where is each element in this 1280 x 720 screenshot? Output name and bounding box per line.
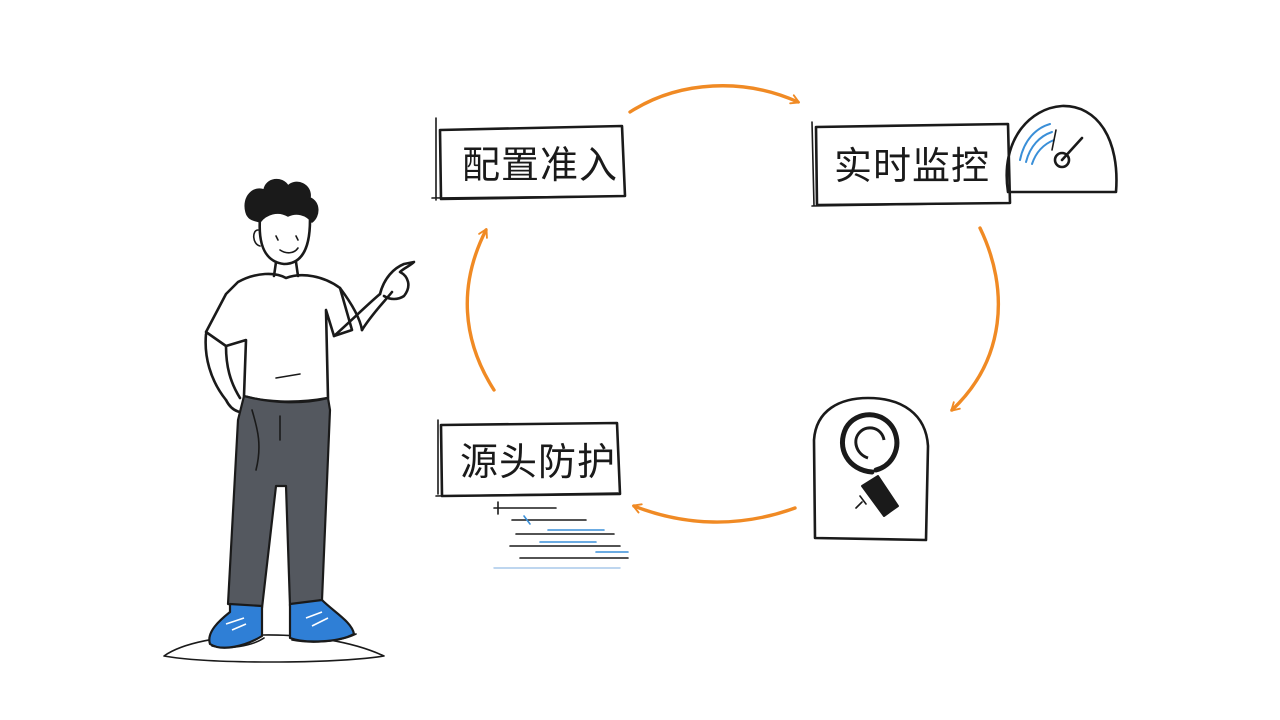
arrow-source-to-config [465, 228, 496, 392]
node-config-inject-label: 配置准入 [462, 143, 618, 187]
node-source-protect: 源头防护 [435, 419, 622, 498]
cycle-arrows [465, 84, 1001, 524]
person-illustration [163, 178, 416, 663]
node-realtime-monitor-label: 实时监控 [834, 144, 990, 188]
arrow-inspect-to-source [632, 503, 797, 524]
arrow-monitor-to-inspect [950, 226, 1001, 412]
document-lines-icon [493, 501, 629, 569]
inspection-device [812, 396, 930, 542]
magnifier-icon [839, 412, 900, 517]
node-realtime-monitor: 实时监控 [811, 121, 1012, 207]
arrow-config-to-monitor [628, 84, 800, 114]
gauge-icon [1005, 104, 1118, 194]
node-config-inject: 配置准入 [431, 117, 627, 201]
node-source-protect-label: 源头防护 [460, 440, 616, 484]
